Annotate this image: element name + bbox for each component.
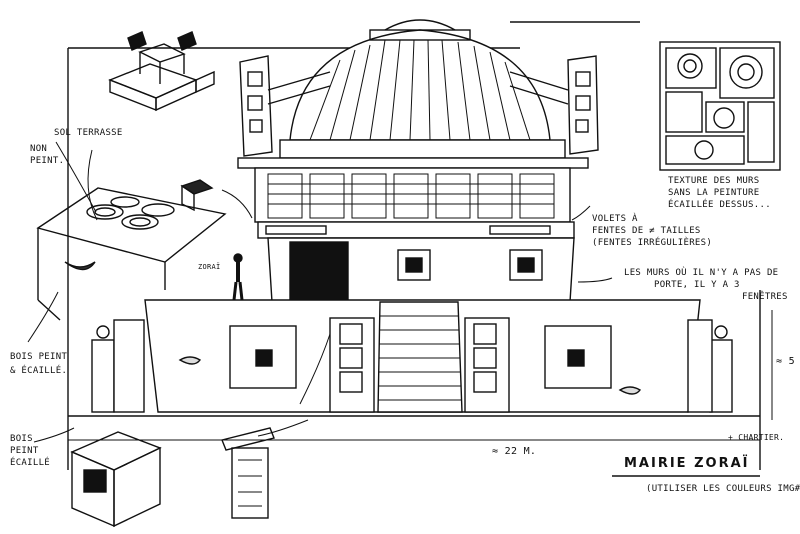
- zorai-figure: [232, 253, 244, 301]
- wall-texture-swatch: [659, 41, 781, 171]
- label-texture-3: ÉCAILLÉE DESSUS...: [668, 200, 771, 210]
- label-zorai: ZORAÏ: [198, 263, 221, 271]
- label-bois-peint-ecaille-2: PEINT: [10, 446, 39, 456]
- label-bois-peint-2: & ÉCAILLÉ.: [10, 366, 68, 376]
- subtitle: (UTILISER LES COULEURS IMG#: [646, 484, 800, 494]
- label-non-peint-1: NON: [30, 144, 48, 154]
- totem-pillar-left: [239, 55, 331, 157]
- label-bois-peint-ecaille-1: BOIS: [10, 434, 33, 444]
- label-texture-2: SANS LA PEINTURE: [668, 188, 760, 198]
- label-bois-peint-ecaille-3: ÉCAILLÉ: [10, 458, 51, 468]
- label-volets-3: (FENTES IRRÉGULIÈRES): [592, 238, 713, 248]
- label-signature: + CHARTIER.: [728, 433, 785, 442]
- dome: [237, 19, 589, 169]
- label-dimension-height: ≈ 5: [776, 356, 795, 367]
- terrace-sketch: [36, 179, 227, 321]
- drum-floor: [267, 237, 575, 303]
- pillar-bottom-right: [687, 319, 733, 413]
- pillar-bottom-left: [91, 319, 145, 413]
- label-bois-peint-1: BOIS PEINT: [10, 352, 68, 362]
- stairs: [377, 301, 463, 413]
- label-murs-3: FENÊTRES: [742, 292, 788, 302]
- label-texture-1: TEXTURE DES MURS: [668, 176, 760, 186]
- label-dimension-width: ≈ 22 M.: [492, 446, 537, 457]
- wood-block-sketch: [70, 431, 162, 528]
- iso-model-icon: [108, 31, 215, 112]
- totem-pillar-right: [509, 55, 599, 155]
- label-non-peint-2: PEINT.: [30, 156, 65, 166]
- shutter-floor: [254, 167, 575, 239]
- annotation-arrows: [27, 141, 613, 443]
- label-sol-terrasse: SOL TERRASSE: [54, 128, 123, 138]
- label-volets-2: FENTES DE ≠ TAILLES: [592, 226, 701, 236]
- label-volets-1: VOLETS À: [592, 214, 638, 224]
- label-murs-2: PORTE, IL Y A 3: [654, 280, 740, 290]
- title: MAIRIE ZORAÏ: [624, 456, 750, 471]
- banner-sketch: [221, 427, 275, 519]
- label-murs-1: LES MURS OÙ IL N'Y A PAS DE: [624, 268, 779, 278]
